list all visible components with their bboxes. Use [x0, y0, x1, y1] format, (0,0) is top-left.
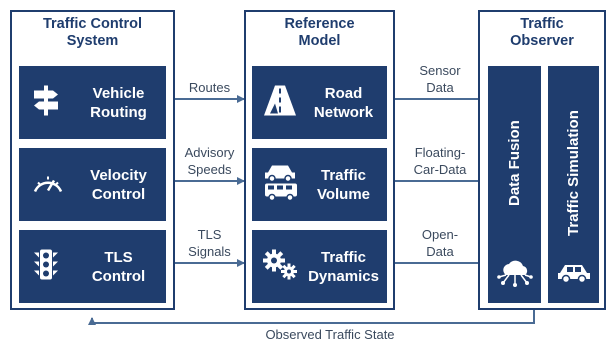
- reference-model-title: Reference Model: [284, 16, 355, 49]
- floating-car-data-label: Floating- Car-Data: [413, 145, 467, 177]
- tls-control-label: TLS Control: [91, 248, 146, 285]
- traffic-observer-title: Traffic Observer: [510, 16, 574, 49]
- gears-icon: [262, 248, 298, 285]
- tls-control-tile: TLS Control: [19, 230, 166, 303]
- car-bus-icon: [262, 162, 300, 207]
- observed-traffic-state-label: Observed Traffic State: [265, 327, 395, 342]
- arrow-observed-traffic-state: [88, 310, 535, 325]
- traffic-volume-tile: Traffic Volume: [252, 148, 387, 221]
- cloud-network-icon: [497, 258, 533, 293]
- data-fusion-label: Data Fusion: [505, 120, 523, 206]
- traffic-volume-label: Traffic Volume: [316, 166, 371, 203]
- traffic-control-system-box: Traffic Control System Vehicle Routing: [10, 10, 175, 310]
- traffic-dynamics-tile: Traffic Dynamics: [252, 230, 387, 303]
- road-network-label: Road Network: [313, 84, 374, 121]
- traffic-control-system-title: Traffic Control System: [42, 16, 143, 49]
- traffic-dynamics-label: Traffic Dynamics: [308, 248, 379, 285]
- open-data-label: Open- Data: [421, 227, 459, 259]
- data-fusion-column: Data Fusion: [488, 66, 541, 303]
- traffic-simulation-label: Traffic Simulation: [564, 110, 582, 236]
- road-network-tile: Road Network: [252, 66, 387, 139]
- advisory-speeds-label: Advisory Speeds: [184, 145, 235, 177]
- vehicle-routing-tile: Vehicle Routing: [19, 66, 166, 139]
- velocity-control-tile: Velocity Control: [19, 148, 166, 221]
- routes-label: Routes: [188, 80, 231, 95]
- tls-signals-label: TLS Signals: [188, 227, 231, 259]
- signpost-icon: [31, 83, 61, 122]
- speedometer-icon: [31, 170, 65, 199]
- sensor-data-label: Sensor Data: [419, 63, 461, 95]
- traffic-light-icon: [31, 247, 61, 286]
- traffic-observer-box: Traffic Observer Data Fusion: [478, 10, 606, 310]
- road-icon: [262, 83, 298, 122]
- vehicle-routing-label: Vehicle Routing: [90, 84, 147, 121]
- reference-model-box: Reference Model Road Network: [244, 10, 395, 310]
- traffic-simulation-column: Traffic Simulation: [548, 66, 599, 303]
- velocity-control-label: Velocity Control: [90, 166, 147, 203]
- car-icon: [556, 262, 592, 289]
